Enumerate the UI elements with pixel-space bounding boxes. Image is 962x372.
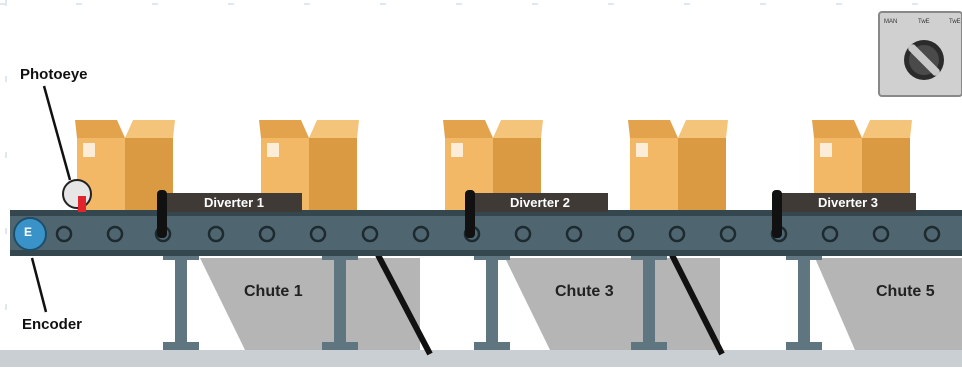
selector-position-3: TwE bbox=[949, 19, 961, 25]
divert-rod-2 bbox=[669, 253, 725, 356]
diverter-plate-1 bbox=[166, 193, 302, 212]
photoeye-label: Photoeye bbox=[20, 66, 88, 83]
roller bbox=[412, 225, 430, 243]
roller bbox=[565, 225, 583, 243]
selector-position-1: MAN bbox=[884, 19, 898, 25]
diverter-arm-2 bbox=[465, 190, 475, 238]
roller bbox=[923, 225, 941, 243]
chute-label-5: Chute 5 bbox=[876, 283, 935, 300]
photoeye-led bbox=[78, 196, 86, 212]
diverter-label-2: Diverter 2 bbox=[510, 195, 570, 210]
diverter-arm-3 bbox=[772, 190, 782, 238]
rollers bbox=[55, 225, 941, 243]
roller bbox=[309, 225, 327, 243]
diverter-label-1: Diverter 1 bbox=[204, 195, 264, 210]
encoder-badge: E bbox=[24, 225, 33, 239]
chute-3 bbox=[505, 258, 720, 350]
floor bbox=[0, 350, 962, 367]
roller bbox=[719, 225, 737, 243]
chute-label-1: Chute 1 bbox=[244, 283, 303, 300]
conveyor-belt bbox=[10, 210, 962, 256]
conveyor-belt-bottom bbox=[10, 250, 962, 256]
divert-rod-1 bbox=[375, 253, 433, 356]
diverter-plate-2 bbox=[472, 193, 608, 212]
conveyor-belt-top bbox=[10, 210, 962, 216]
encoder-label: Encoder bbox=[22, 316, 83, 333]
selector-knob-handle bbox=[908, 44, 940, 76]
roller bbox=[821, 225, 839, 243]
selector-switch[interactable] bbox=[878, 11, 962, 97]
selector-position-2: TwE bbox=[918, 19, 930, 25]
roller bbox=[617, 225, 635, 243]
encoder-leader-line bbox=[30, 257, 48, 313]
photoeye-leader-line bbox=[42, 85, 72, 181]
roller bbox=[668, 225, 686, 243]
carton-box bbox=[628, 120, 728, 210]
roller bbox=[361, 225, 379, 243]
roller bbox=[872, 225, 890, 243]
roller bbox=[207, 225, 225, 243]
chute-5 bbox=[815, 258, 962, 350]
diverter-plate-3 bbox=[780, 193, 916, 212]
roller bbox=[514, 225, 532, 243]
roller bbox=[106, 225, 124, 243]
roller bbox=[55, 225, 73, 243]
photoeye-sensor bbox=[62, 179, 92, 212]
chute-label-3: Chute 3 bbox=[555, 283, 614, 300]
encoder-disc bbox=[13, 217, 47, 251]
diverter-arm-1 bbox=[157, 190, 167, 238]
chute-1 bbox=[200, 258, 420, 350]
roller bbox=[258, 225, 276, 243]
diverter-label-3: Diverter 3 bbox=[818, 195, 878, 210]
